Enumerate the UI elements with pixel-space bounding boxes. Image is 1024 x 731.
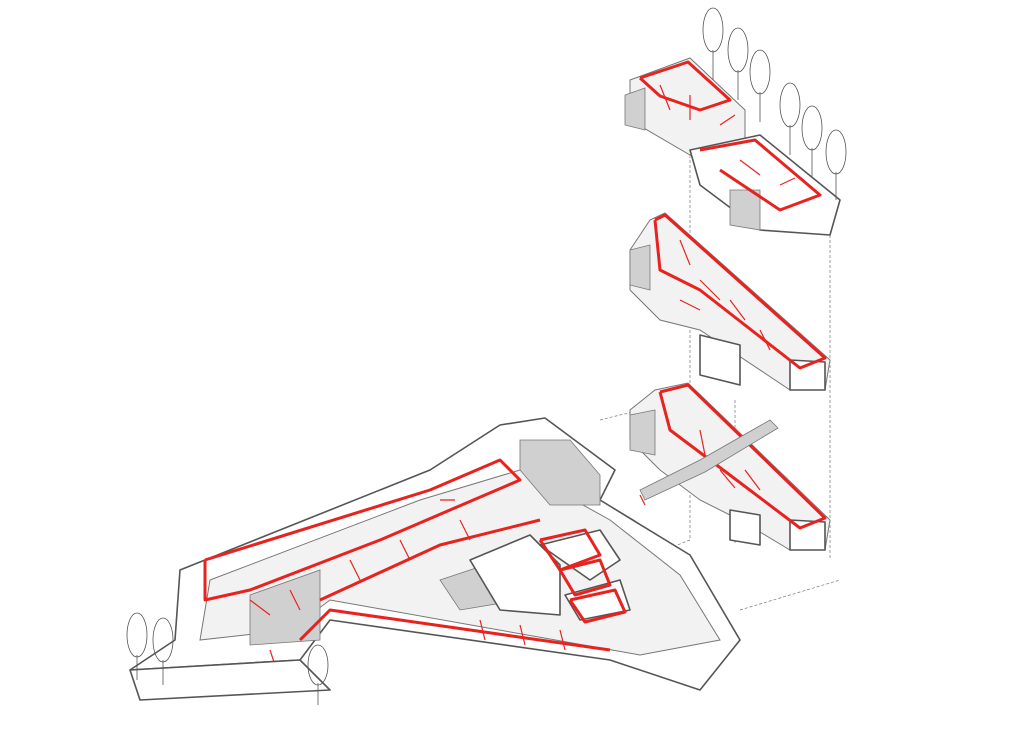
trees-bottom (126, 612, 329, 705)
tree-icon (825, 129, 847, 200)
second-floor-plan (629, 212, 831, 391)
tree-icon (126, 612, 148, 680)
tree-icon (702, 7, 724, 80)
first-floor-plan (629, 382, 831, 551)
tree-icon (152, 617, 174, 685)
tree-icon (779, 82, 801, 155)
ground-floor-plan (129, 417, 741, 701)
trees-top (702, 7, 847, 200)
tree-icon (801, 105, 823, 178)
tree-icon (749, 49, 771, 122)
tree-icon (727, 27, 749, 100)
top-floor-plan (624, 57, 841, 236)
tree-icon (307, 644, 329, 705)
